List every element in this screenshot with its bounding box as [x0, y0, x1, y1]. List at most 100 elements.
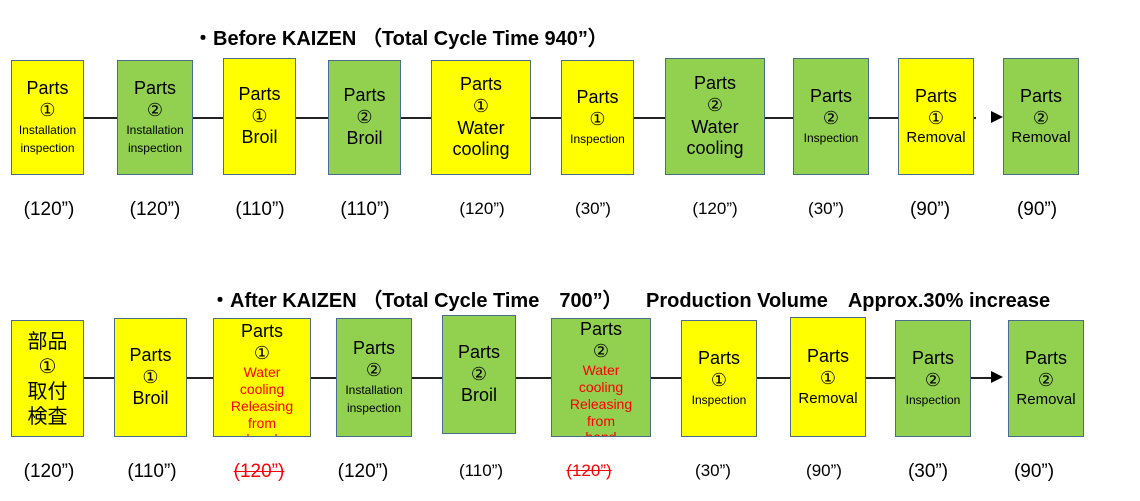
before-time-1: (120”): [23, 199, 75, 220]
after-time-1: (120”): [23, 461, 75, 482]
step-task: 取付: [27, 378, 68, 403]
step-label: Parts: [459, 74, 502, 95]
step-number: ①: [472, 95, 490, 116]
before-time-10: (90”): [1016, 199, 1058, 220]
after-time-9: (30”): [907, 461, 949, 482]
step-label: Parts: [129, 345, 172, 366]
step-label: Parts: [693, 73, 736, 94]
after-title: ・After KAIZEN （Total Cycle Time 700”）: [210, 290, 623, 312]
step-task: Water: [243, 364, 281, 381]
before-step-3: Parts ① Broil: [223, 58, 296, 175]
step-task: Water: [457, 117, 505, 138]
step-task: inspection: [127, 141, 183, 156]
step-number: ②: [592, 340, 610, 361]
step-number: ①: [710, 369, 728, 390]
before-arrow-head: [991, 111, 1003, 123]
before-time-2: (120”): [129, 199, 181, 220]
step-task: cooling: [452, 139, 510, 160]
before-step-4: Parts ② Broil: [328, 60, 401, 175]
step-task: Inspection: [691, 393, 747, 408]
after-flow-line: [70, 377, 995, 379]
step-number: ①: [251, 105, 268, 126]
step-task: cooling: [239, 380, 285, 397]
step-label: Parts: [806, 346, 849, 367]
step-number: ①: [142, 366, 159, 387]
step-number: ②: [356, 106, 373, 127]
production-note: Production Volume Approx.30% increase: [646, 290, 1051, 312]
step-task: Removal: [1016, 391, 1076, 409]
step-task: Removal: [798, 389, 858, 407]
before-step-7: Parts ② Water cooling: [665, 58, 765, 175]
step-label: Parts: [236, 321, 287, 343]
after-time-2: (110”): [127, 461, 177, 482]
step-label: Parts: [914, 85, 957, 106]
before-step-6: Parts ① Inspection: [561, 60, 634, 175]
step-task: inspection: [20, 141, 75, 156]
step-number: ②: [470, 363, 488, 384]
after-step-5: Parts ② Broil: [442, 315, 516, 434]
step-task: Removal: [906, 129, 966, 147]
step-number: ②: [1037, 369, 1055, 390]
step-task: Inspection: [905, 393, 961, 408]
step-label: Parts: [1019, 85, 1062, 106]
step-task: cooling: [686, 138, 744, 159]
step-label: Parts: [579, 319, 622, 339]
after-step-1: 部品 ① 取付 検査: [11, 320, 84, 437]
step-label: Parts: [1024, 347, 1067, 368]
step-task: from: [587, 412, 615, 429]
step-task: Inspection: [570, 132, 625, 147]
step-task: hand: [246, 431, 277, 436]
step-number: ②: [146, 99, 164, 120]
before-time-5: (120”): [459, 199, 505, 218]
step-number: ②: [365, 359, 383, 380]
step-number: ②: [822, 107, 840, 128]
after-step-8: Parts ① Removal: [790, 317, 866, 437]
step-task: Inspection: [803, 131, 859, 146]
before-time-8: (30”): [808, 199, 844, 218]
step-task: hand: [585, 429, 616, 436]
step-task: from: [248, 414, 276, 431]
before-time-4: (110”): [340, 199, 390, 220]
step-task: Installation: [126, 123, 184, 138]
step-number: ①: [927, 107, 945, 128]
before-step-1: Parts ① Installation inspection: [11, 60, 84, 175]
step-label: Parts: [133, 77, 176, 98]
step-task: Installation: [345, 383, 403, 398]
step-task: inspection: [346, 401, 402, 416]
step-label: Parts: [457, 342, 500, 363]
before-time-7: (120”): [692, 199, 738, 218]
before-step-2: Parts ② Installation inspection: [117, 60, 193, 175]
before-time-9: (90”): [909, 199, 951, 220]
step-task: cooling: [578, 378, 624, 395]
after-time-10: (90”): [1013, 461, 1055, 482]
after-time-3: (120”): [233, 461, 285, 482]
after-step-4: Parts ② Installation inspection: [336, 318, 412, 437]
before-time-6: (30”): [575, 199, 611, 218]
step-label: Parts: [697, 347, 740, 368]
after-time-5: (110”): [458, 461, 504, 480]
step-label: 部品: [27, 328, 68, 353]
step-label: Parts: [809, 85, 852, 106]
after-step-2: Parts ① Broil: [114, 318, 187, 437]
step-task: Releasing: [569, 395, 633, 412]
before-step-9: Parts ① Removal: [898, 58, 974, 175]
after-time-6: (120”): [566, 461, 612, 480]
after-step-10: Parts ② Removal: [1008, 320, 1084, 437]
before-title: ・Before KAIZEN （Total Cycle Time 940”）: [193, 28, 608, 50]
step-label: Parts: [352, 337, 395, 358]
step-label: Parts: [576, 86, 619, 107]
step-label: Parts: [238, 84, 281, 105]
step-number: ①: [39, 99, 56, 120]
before-step-5: Parts ① Water cooling: [431, 60, 531, 175]
after-time-4: (120”): [337, 461, 389, 482]
step-task: Installation: [18, 123, 77, 138]
step-task: Water: [691, 116, 739, 137]
after-time-8: (90”): [806, 461, 842, 480]
step-task: Broil: [460, 385, 497, 406]
after-step-3: Parts ① Water cooling Releasing from han…: [213, 318, 311, 437]
after-time-7: (30”): [695, 461, 731, 480]
step-task: Broil: [132, 388, 169, 409]
step-number: ②: [924, 369, 942, 390]
step-task: Releasing: [230, 397, 294, 414]
after-step-6: Parts ② Water cooling Releasing from han…: [551, 318, 651, 437]
